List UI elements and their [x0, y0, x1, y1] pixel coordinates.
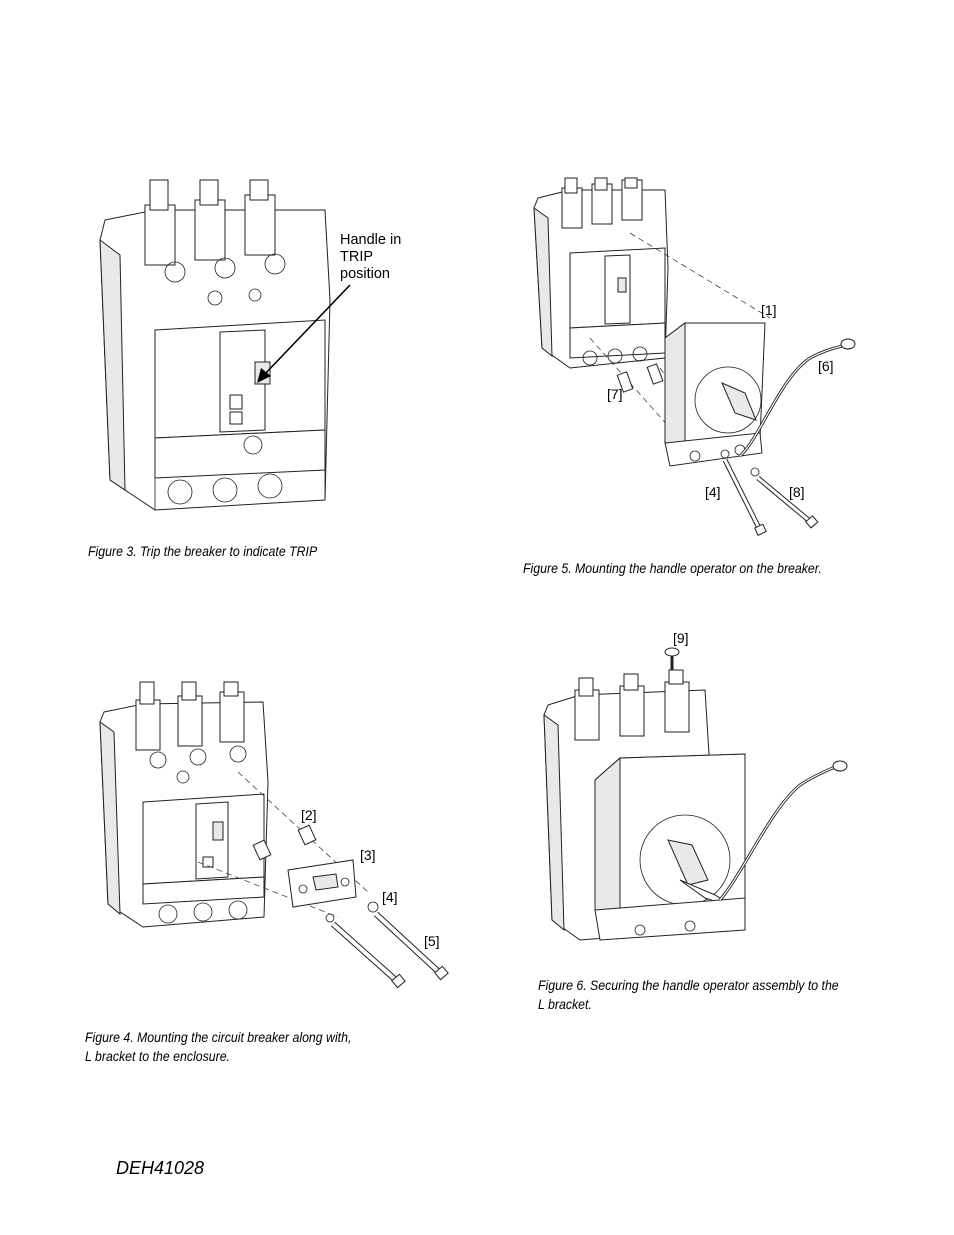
figure-3: [95, 179, 425, 525]
fig4-label-3: [3]: [360, 847, 376, 863]
fig5-label-7: [7]: [607, 386, 623, 402]
fig5-label-4: [4]: [705, 484, 721, 500]
figure-4-caption-line-1: Figure 4. Mounting the circuit breaker a…: [85, 1029, 352, 1045]
document-number: DEH41028: [116, 1158, 205, 1178]
handle-operator-mount-drawing: [533, 177, 856, 536]
handle-trip-annotation: Handle in TRIP position: [340, 232, 402, 282]
fig6-label-9: [9]: [673, 630, 689, 646]
breaker-trip-drawing: [99, 179, 351, 511]
figure-5: [530, 177, 870, 540]
fig5-label-8: [8]: [789, 484, 805, 500]
fig5-label-1: [1]: [761, 302, 777, 318]
fig4-label-2: [2]: [301, 807, 317, 823]
fig4-label-5: [5]: [424, 933, 440, 949]
figure-3-caption: Figure 3. Trip the breaker to indicate T…: [88, 543, 318, 559]
figure-6: [540, 640, 860, 960]
handle-operator-secured-drawing: [543, 647, 848, 941]
figure-4: [98, 681, 458, 994]
fig4-label-4: [4]: [382, 889, 398, 905]
fig5-label-6: [6]: [818, 358, 834, 374]
figure-6-caption-line-1: Figure 6. Securing the handle operator a…: [538, 977, 839, 993]
l-bracket-mount-drawing: [99, 681, 449, 989]
figure-5-caption: Figure 5. Mounting the handle operator o…: [523, 560, 822, 576]
figure-6-caption-line-2: L bracket.: [538, 996, 592, 1012]
figure-4-caption-line-2: L bracket to the enclosure.: [85, 1048, 230, 1064]
